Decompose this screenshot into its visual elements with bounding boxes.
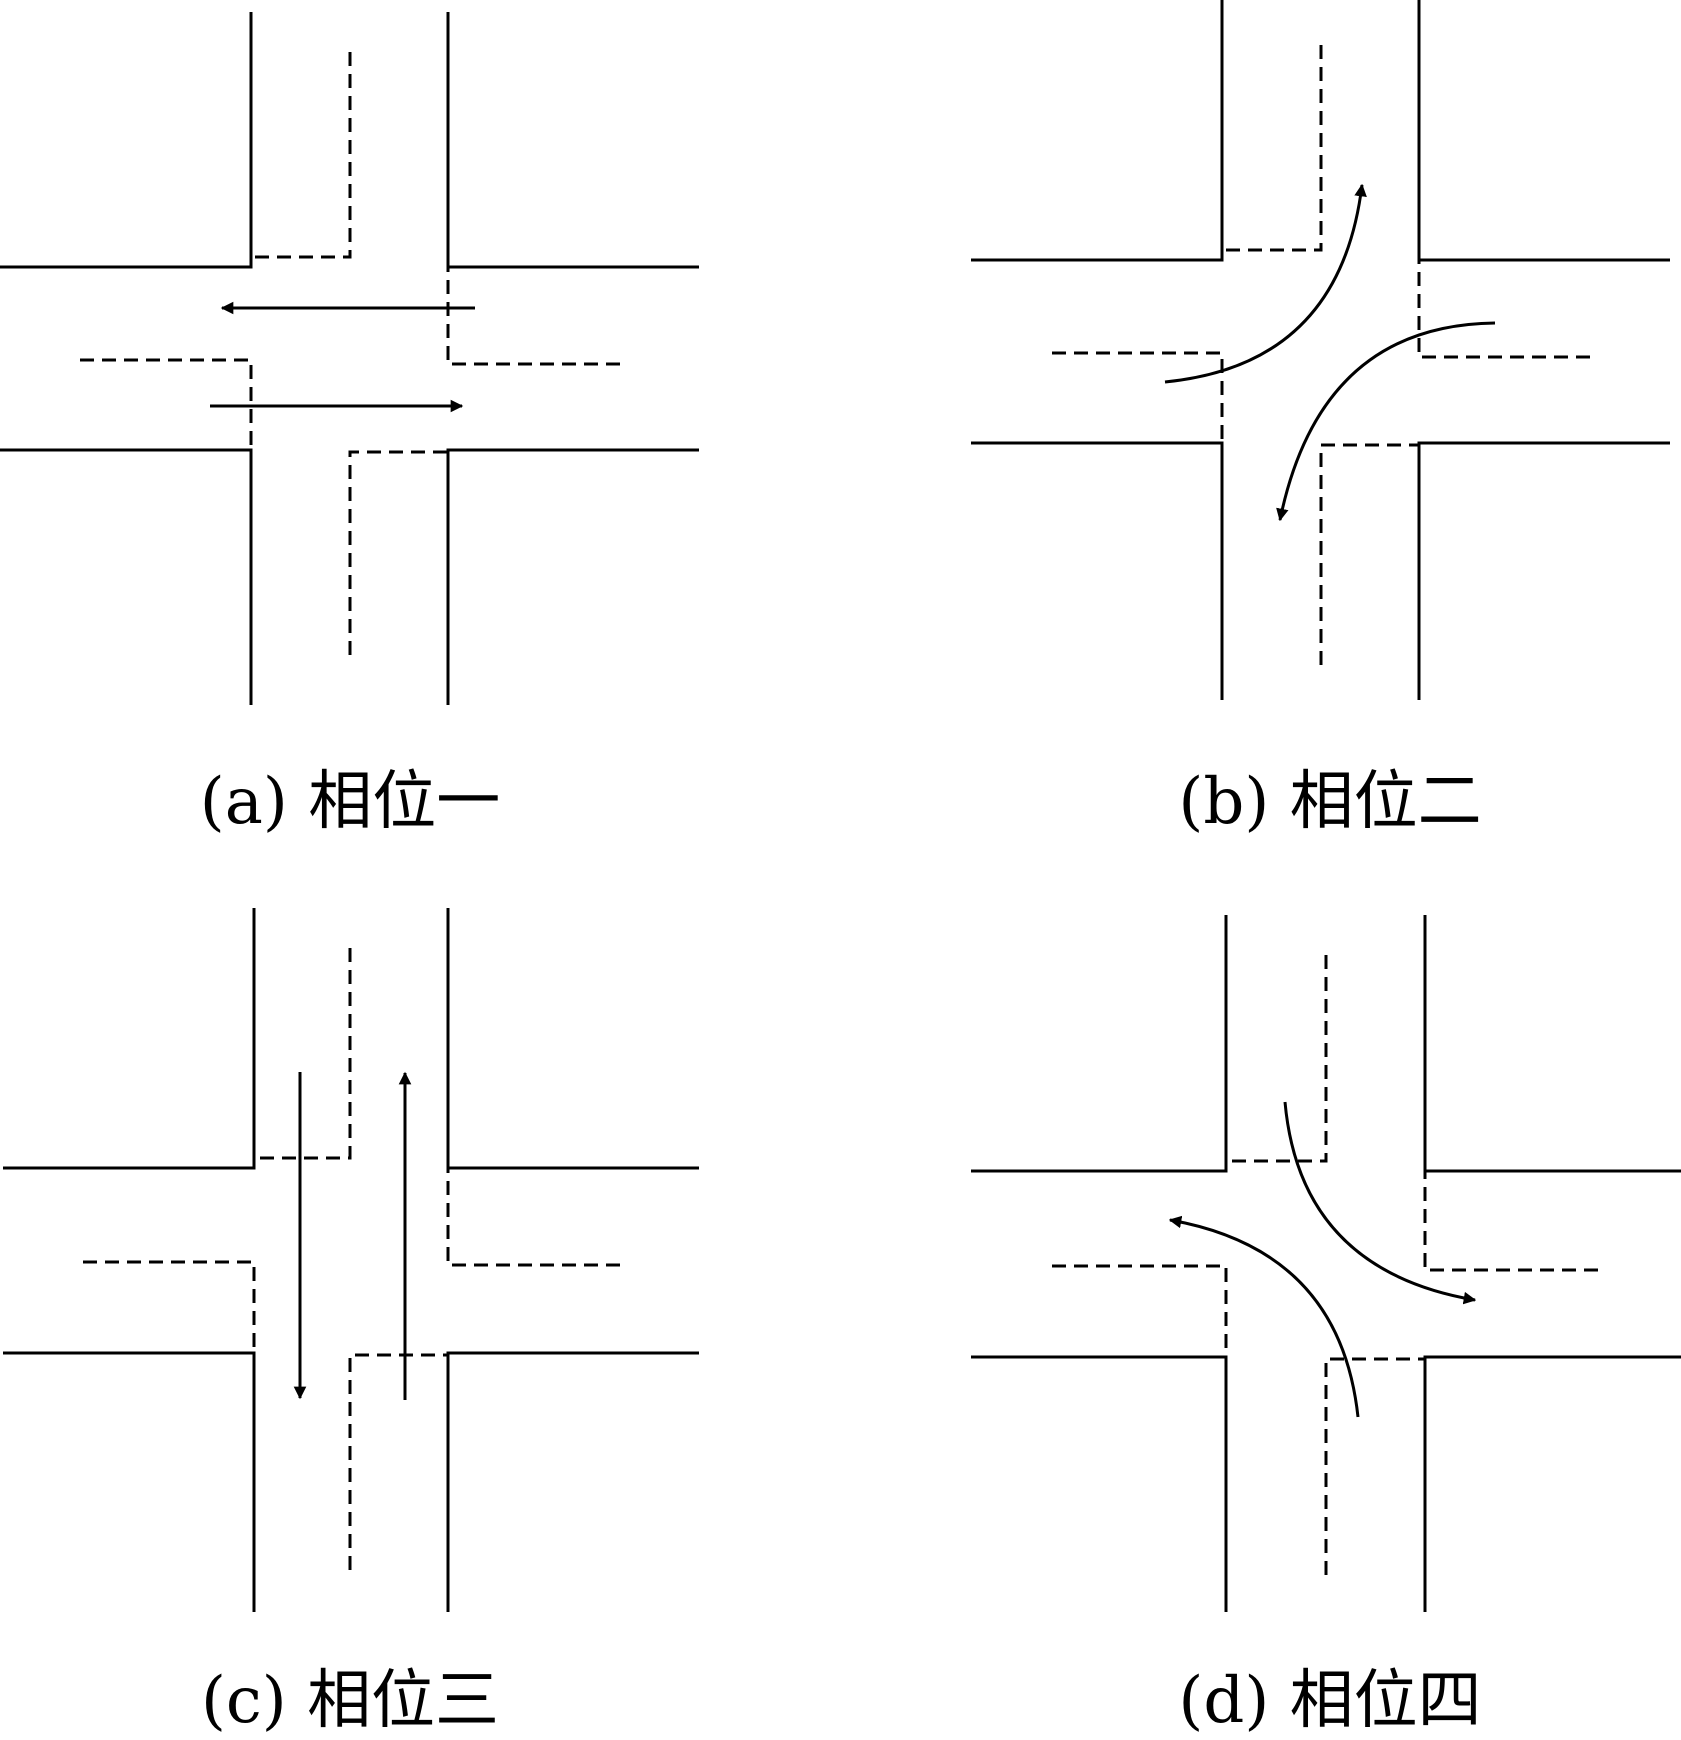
panel-b-caption: (b) 相位二 (1178, 765, 1481, 839)
panel-a-caption: (a) 相位一 (200, 765, 500, 839)
panel-c-caption: (c) 相位三 (201, 1664, 499, 1738)
panel-d-caption: (d) 相位四 (1178, 1664, 1481, 1738)
lane-dividers (1052, 955, 1598, 1575)
panel-c (3, 908, 699, 1612)
panel-a (0, 12, 699, 705)
lane-dividers (83, 948, 620, 1570)
road-edges (0, 12, 699, 705)
southbound-left-arc-arrow (1283, 1101, 1477, 1305)
lane-dividers (80, 52, 620, 655)
panel-d (971, 915, 1681, 1612)
road-edges (3, 908, 699, 1612)
northbound-left-arc-arrow (1164, 183, 1367, 384)
lane-dividers (1052, 45, 1590, 665)
road-edges (971, 0, 1670, 700)
northbound-left-arc-arrow (1168, 1215, 1360, 1418)
southbound-left-arc-arrow (1276, 321, 1496, 522)
panel-b (971, 0, 1670, 700)
